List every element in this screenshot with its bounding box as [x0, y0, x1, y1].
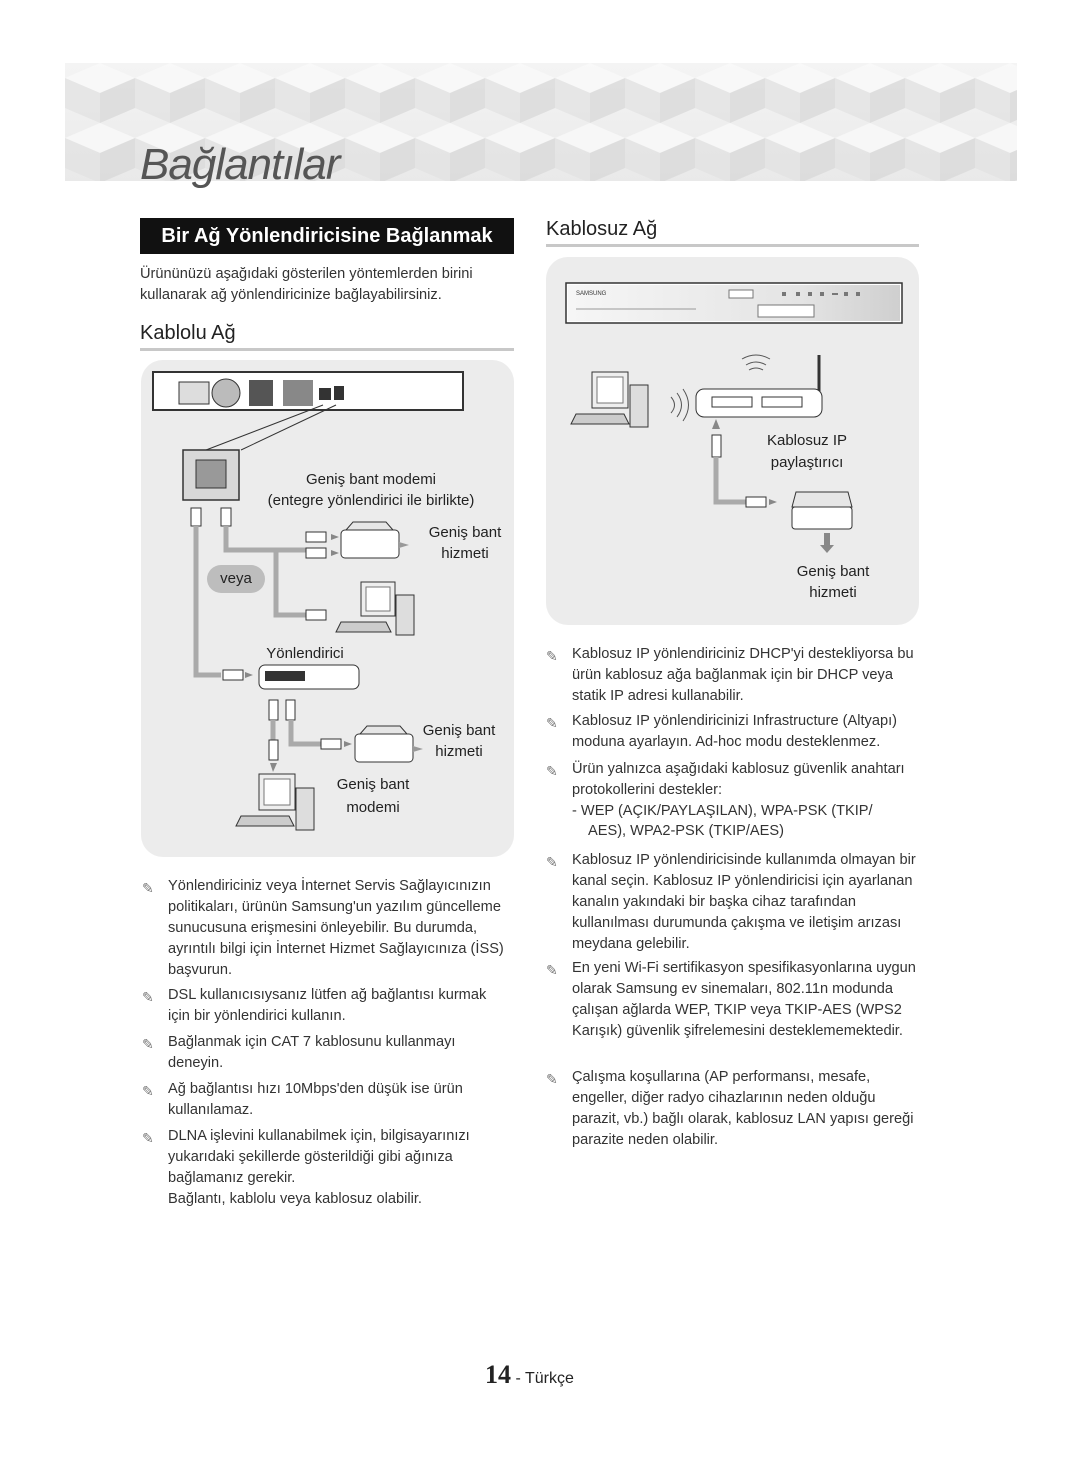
intro-text: Ürününüzü aşağıdaki gösterilen yöntemler…	[140, 266, 473, 303]
computer-icon-3	[570, 371, 649, 428]
pencil-note-icon: ✎	[546, 1071, 558, 1087]
modem2-label-a: Geniş bant	[336, 776, 410, 793]
section-title: Bir Ağ Yönlendiricisine Bağlanmak	[140, 218, 514, 254]
router-icon	[258, 664, 360, 690]
modem2-label-b: modemi	[346, 799, 400, 816]
pencil-note-icon: ✎	[142, 1083, 154, 1099]
modem-icon-1	[340, 521, 409, 559]
page-number: 14	[485, 1360, 511, 1389]
computer-icon-2	[235, 773, 315, 831]
wireless-title: Kablosuz Ağ	[546, 218, 658, 240]
wired-diagram-drawing	[152, 371, 464, 831]
router-label: Yönlendirici	[266, 645, 344, 662]
wireless-service-label-b: hizmeti	[809, 584, 857, 601]
modem-icon-3	[791, 491, 853, 553]
service1-label-a: Geniş bant	[428, 524, 502, 541]
pencil-note-icon: ✎	[546, 648, 558, 664]
or-badge: veya	[207, 565, 265, 593]
wired-note-4: ✎ Ağ bağlantısı hızı 10Mbps'den düşük is…	[142, 1081, 463, 1118]
wireless-note-2: ✎ Kablosuz IP yönlendiricinizi Infrastru…	[546, 713, 897, 750]
wired-title-rule	[140, 348, 514, 351]
ap-label-a: Kablosuz IP	[766, 432, 848, 449]
wireless-service-label-a: Geniş bant	[796, 563, 870, 580]
service2-label-a: Geniş bant	[422, 722, 496, 739]
modem-label-sub: (entegre yönlendirici ile birlikte)	[267, 492, 475, 509]
pencil-note-icon: ✎	[142, 1130, 154, 1146]
wireless-note-1: ✎ Kablosuz IP yönlendiriciniz DHCP'yi de…	[546, 646, 914, 704]
wireless-note-6: ✎ Çalışma koşullarına (AP performansı, m…	[546, 1069, 914, 1148]
modem-icon-2	[354, 725, 423, 763]
wired-diagram	[141, 360, 514, 857]
chapter-header-band	[65, 63, 1017, 181]
ap-label-b: paylaştırıcı	[770, 454, 844, 471]
wireless-diagram: SAMSUNG	[546, 257, 919, 625]
pencil-note-icon: ✎	[546, 715, 558, 731]
pencil-note-icon: ✎	[142, 880, 154, 896]
protocol-line-2: AES), WPA2-PSK (TKIP/AES)	[588, 823, 784, 839]
pencil-note-icon: ✎	[142, 989, 154, 1005]
footer-separator: -	[511, 1370, 525, 1387]
header-pattern	[65, 63, 1017, 181]
service2-label-b: hizmeti	[435, 743, 483, 760]
service1-label-b: hizmeti	[441, 545, 489, 562]
wired-note-5-extra: Bağlantı, kablolu veya kablosuz olabilir…	[168, 1191, 422, 1207]
pencil-note-icon: ✎	[546, 854, 558, 870]
pencil-note-icon: ✎	[142, 1036, 154, 1052]
protocol-line-1: - WEP (AÇIK/PAYLAŞILAN), WPA-PSK (TKIP/	[572, 803, 873, 819]
modem-label-title: Geniş bant modemi	[305, 471, 437, 488]
wireless-diagram-drawing: SAMSUNG	[565, 282, 903, 553]
footer-language: Türkçe	[524, 1370, 574, 1387]
wired-note-3: ✎ Bağlanmak için CAT 7 kablosunu kullanm…	[142, 1034, 456, 1071]
wired-note-1: ✎ Yönlendiriciniz veya İnternet Servis S…	[142, 878, 504, 978]
wireless-note-4: ✎ Kablosuz IP yönlendiricisinde kullanım…	[546, 852, 916, 952]
pencil-note-icon: ✎	[546, 763, 558, 779]
svg-text:SAMSUNG: SAMSUNG	[576, 291, 607, 297]
chapter-title: Bağlantılar	[140, 140, 340, 189]
wireless-router-icon	[695, 355, 823, 418]
pencil-note-icon: ✎	[546, 962, 558, 978]
computer-icon-1	[335, 581, 415, 636]
wireless-note-3: ✎ Ürün yalnızca aşağıdaki kablosuz güven…	[546, 761, 905, 798]
wireless-note-5: ✎ En yeni Wi-Fi sertifikasyon spesifikas…	[546, 960, 916, 1039]
wireless-title-rule	[546, 244, 919, 247]
wired-title: Kablolu Ağ	[140, 322, 236, 344]
page-footer: 14 - Türkçe	[485, 1360, 574, 1390]
wired-note-5: ✎ DLNA işlevini kullanabilmek için, bilg…	[142, 1126, 512, 1210]
wired-note-2: ✎ DSL kullanıcısıysanız lütfen ağ bağlan…	[142, 987, 487, 1024]
